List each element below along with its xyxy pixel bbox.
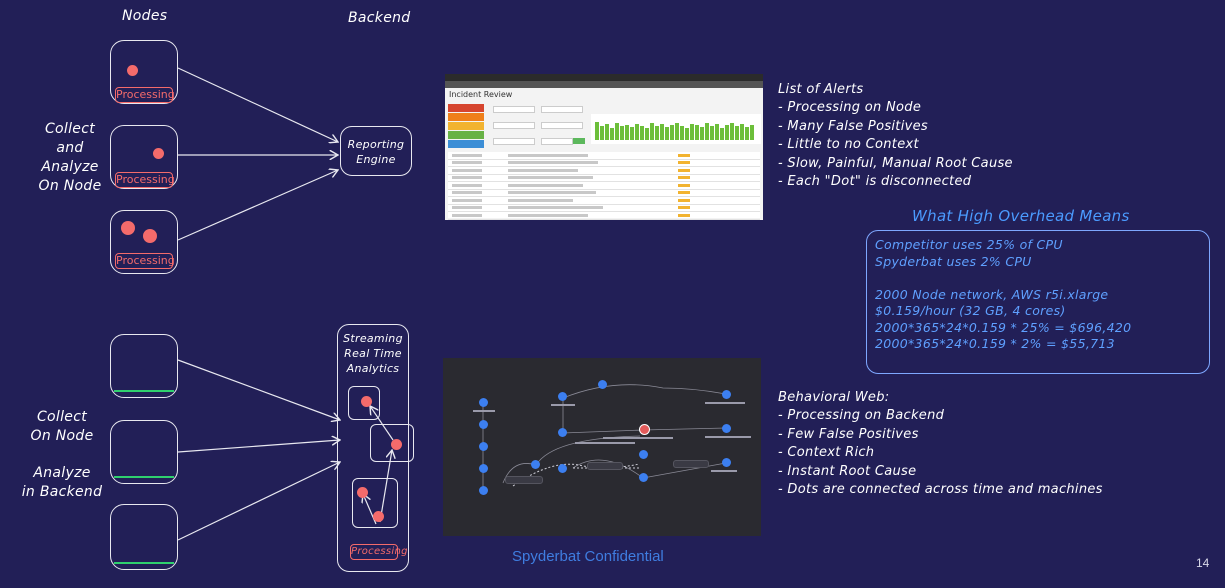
arrow-internal-3 xyxy=(370,406,394,441)
severity-medium xyxy=(448,122,484,130)
list-item: - Processing on Node xyxy=(778,100,922,116)
overhead-line: 2000 Node network, AWS r5i.xlarge xyxy=(875,286,1109,302)
list-item: - Context Rich xyxy=(778,445,875,461)
severity-high xyxy=(448,113,484,121)
analytics-subbox-2 xyxy=(370,424,414,462)
processing-tag: Processing xyxy=(115,172,175,188)
graph-node xyxy=(639,450,648,459)
graph-node xyxy=(558,392,567,401)
arrow-bottom-3 xyxy=(177,462,340,541)
arrow-bottom-1 xyxy=(177,359,340,420)
behavioral-web-screenshot xyxy=(443,358,761,536)
graph-node xyxy=(479,420,488,429)
event-timeline-chart xyxy=(591,114,761,144)
graph-node xyxy=(531,460,540,469)
list-item: - Slow, Painful, Manual Root Cause xyxy=(778,155,1013,171)
event-dot xyxy=(361,396,372,407)
overhead-line xyxy=(875,270,1201,287)
node-box-3: Processing xyxy=(110,210,178,274)
list-item: - Dots are connected across time and mac… xyxy=(778,482,1103,498)
graph-node xyxy=(598,380,607,389)
graph-node xyxy=(558,428,567,437)
status-line xyxy=(114,562,174,564)
graph-node xyxy=(639,424,650,435)
graph-node xyxy=(558,464,567,473)
overhead-line: $0.159/hour (32 GB, 4 cores) xyxy=(875,303,1066,318)
graph-node xyxy=(479,442,488,451)
list-item: - Processing on Backend xyxy=(778,408,945,424)
graph-node xyxy=(479,464,488,473)
graph-edge-label xyxy=(505,476,543,484)
page-number: 14 xyxy=(1196,556,1210,570)
arrow-bottom-2 xyxy=(177,440,340,453)
overhead-title: What High Overhead Means xyxy=(912,207,1130,225)
bottom-side-label-a: Collect On Node xyxy=(30,409,94,444)
severity-critical xyxy=(448,104,484,112)
arrow-top-3 xyxy=(177,170,338,241)
processing-tag: Processing xyxy=(115,253,175,269)
severity-low xyxy=(448,131,484,139)
graph-node xyxy=(722,458,731,467)
alerts-list-title: List of Alerts xyxy=(778,82,864,97)
behavioral-title: Behavioral Web: xyxy=(778,390,890,405)
status-line xyxy=(114,476,174,478)
graph-node xyxy=(722,424,731,433)
node-box-2: Processing xyxy=(110,125,178,189)
incident-review-title: Incident Review xyxy=(449,90,513,99)
event-dot xyxy=(127,65,138,76)
graph-node xyxy=(479,486,488,495)
alerts-table xyxy=(448,152,760,220)
streaming-analytics-engine: Streaming Real Time Analytics Processing xyxy=(337,324,409,572)
list-item: - Instant Root Cause xyxy=(778,463,917,479)
reporting-engine: Reporting Engine xyxy=(340,126,412,176)
event-dot xyxy=(153,148,164,159)
overhead-box: Competitor uses 25% of CPU Spyderbat use… xyxy=(866,230,1210,374)
node-box-4 xyxy=(110,334,178,398)
footer-confidential: Spyderbat Confidential xyxy=(512,548,664,565)
list-item: - Many False Positives xyxy=(778,118,928,134)
nodes-header: Nodes xyxy=(122,8,168,24)
event-dot xyxy=(357,487,368,498)
overhead-line: Spyderbat uses 2% CPU xyxy=(875,253,1032,269)
overhead-line: 2000*365*24*0.159 * 25% = $696,420 xyxy=(875,319,1132,335)
processing-tag: Processing xyxy=(115,87,175,103)
node-box-1: Processing xyxy=(110,40,178,104)
list-item: - Each "Dot" is disconnected xyxy=(778,174,972,190)
graph-node xyxy=(639,473,648,482)
bottom-side-label-b: Analyze in Backend xyxy=(21,465,103,500)
overhead-line: Competitor uses 25% of CPU xyxy=(875,237,1063,252)
arrow-top-1 xyxy=(177,67,338,142)
node-box-6 xyxy=(110,504,178,570)
processing-tag: Processing xyxy=(350,544,407,560)
graph-node xyxy=(722,390,731,399)
event-dot xyxy=(373,511,384,522)
behavioral-list: Behavioral Web: - Processing on Backend … xyxy=(778,389,1103,499)
list-item: - Few False Positives xyxy=(778,426,919,442)
node-box-5 xyxy=(110,420,178,484)
top-side-label: Collect and Analyze On Node xyxy=(38,121,102,194)
incident-review-screenshot: Incident Review xyxy=(445,74,763,220)
event-dot xyxy=(121,221,135,235)
analytics-subbox-3 xyxy=(352,478,398,528)
list-item: - Little to no Context xyxy=(778,137,919,153)
overhead-line: 2000*365*24*0.159 * 2% = $55,713 xyxy=(875,336,1115,351)
status-line xyxy=(114,390,174,392)
graph-edge-label xyxy=(587,462,623,470)
alerts-list: List of Alerts - Processing on Node - Ma… xyxy=(778,81,1013,191)
event-dot xyxy=(143,229,157,243)
event-dot xyxy=(391,439,402,450)
severity-info xyxy=(448,140,484,148)
analytics-subbox-1 xyxy=(348,386,380,420)
backend-header: Backend xyxy=(348,10,411,26)
graph-node xyxy=(479,398,488,407)
graph-edge-label xyxy=(673,460,709,468)
arrow-internal-2 xyxy=(379,450,392,523)
